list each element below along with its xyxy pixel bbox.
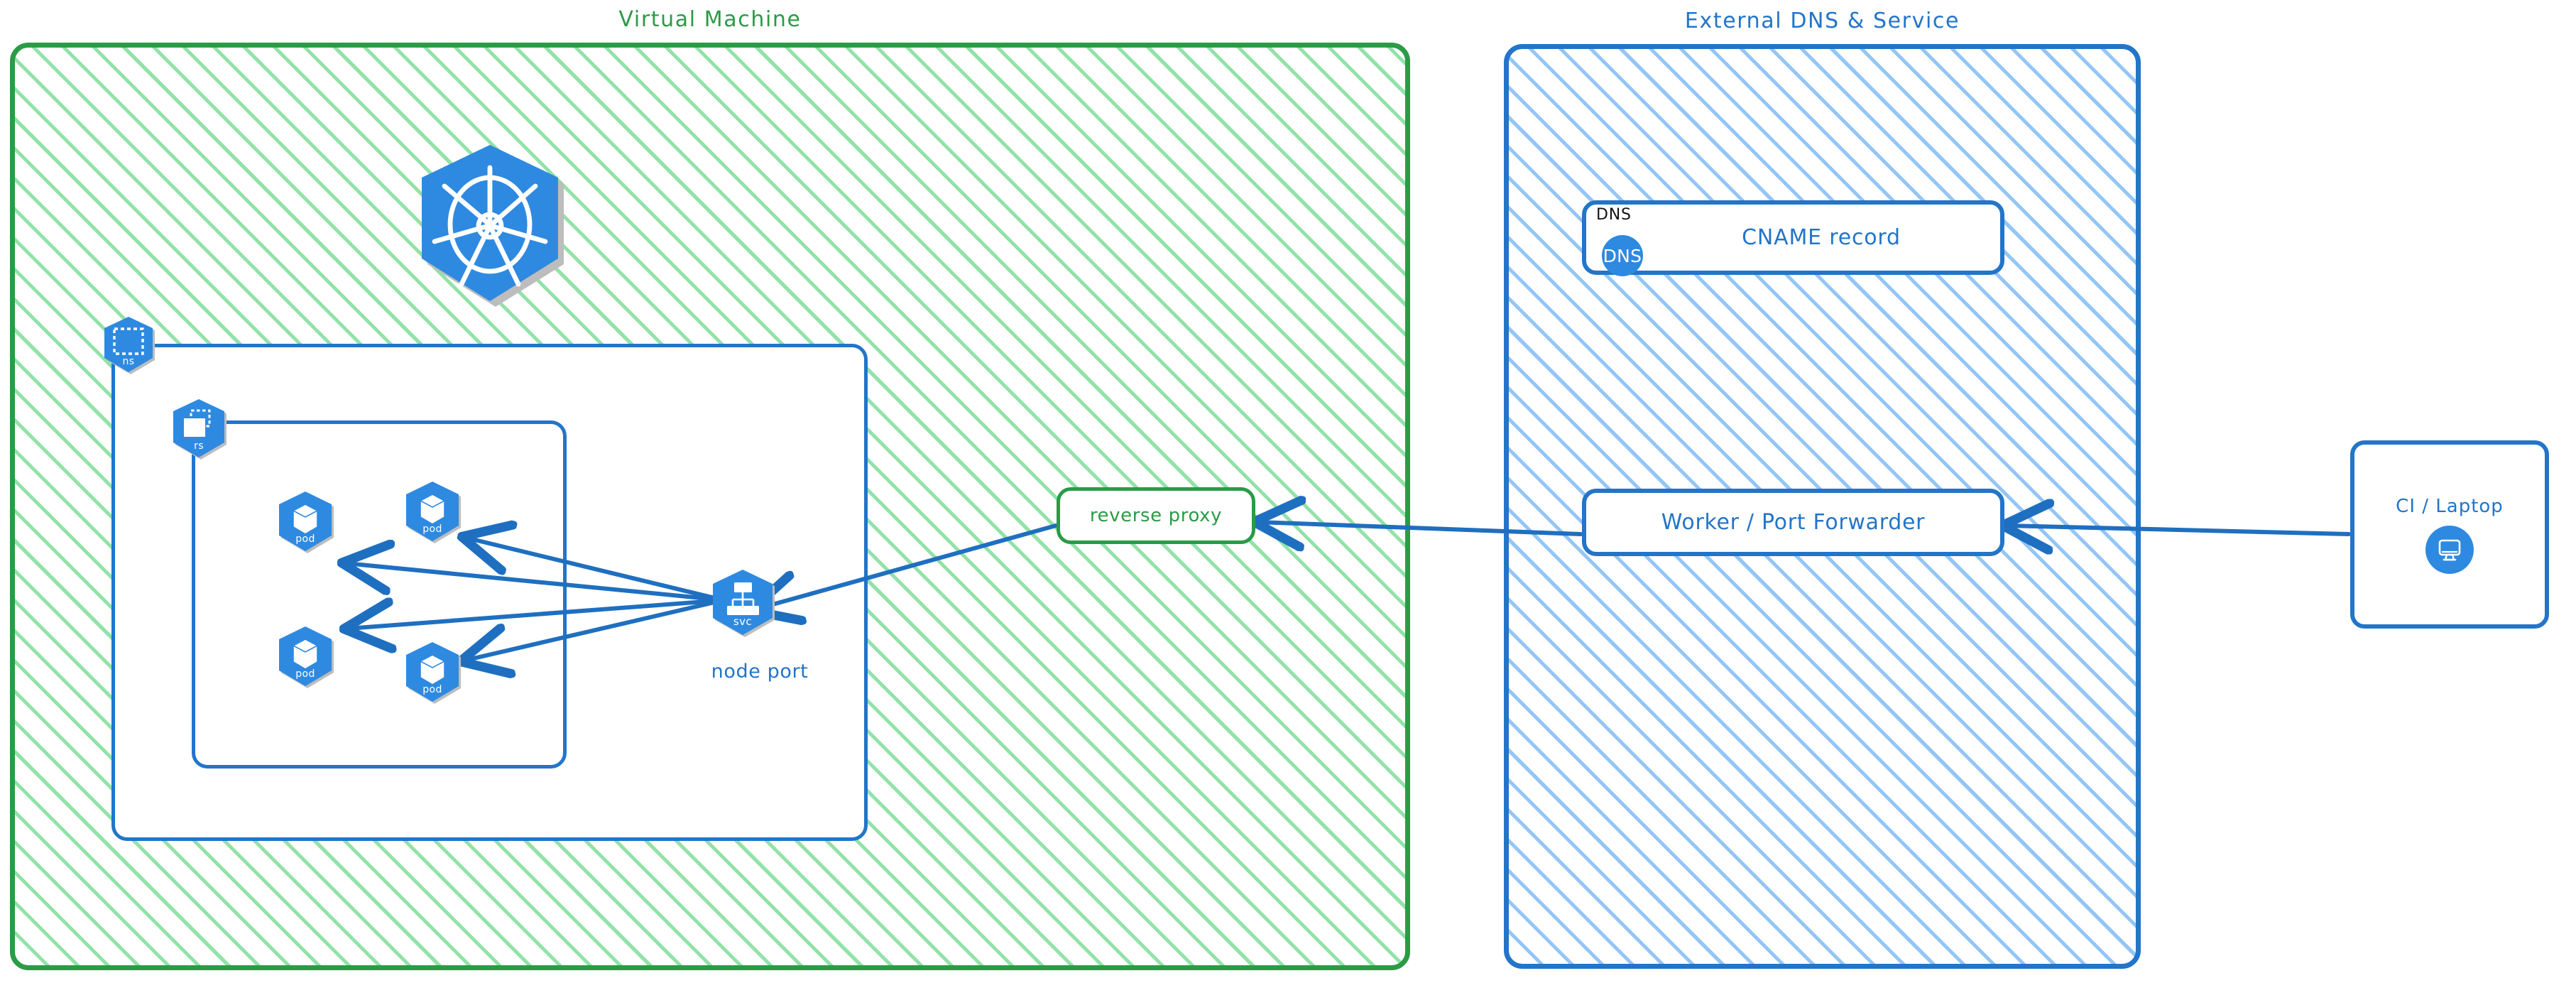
worker-port-forwarder-node[interactable]: Worker / Port Forwarder — [1582, 489, 2004, 556]
dns-badge-label: DNS — [1603, 245, 1642, 266]
node-port-caption: node port — [711, 661, 809, 683]
service-icon: svc — [710, 568, 775, 638]
pod-icon-3: pod — [276, 625, 334, 689]
pod-icon-1: pod — [276, 490, 334, 554]
ci-laptop-label: CI / Laptop — [2396, 495, 2504, 517]
ci-laptop-node[interactable]: CI / Laptop — [2350, 440, 2549, 629]
external-zone-title: External DNS & Service — [1684, 9, 1960, 33]
vm-zone-title: Virtual Machine — [618, 7, 802, 32]
pod-icon-4: pod — [403, 641, 462, 705]
reverse-proxy-label: reverse proxy — [1089, 505, 1223, 526]
replicaset-box — [192, 420, 567, 769]
reverse-proxy-node[interactable]: reverse proxy — [1057, 487, 1255, 544]
namespace-icon: ns — [102, 315, 155, 375]
desktop-monitor-icon — [2425, 525, 2474, 574]
dns-badge-icon: DNS — [1602, 235, 1643, 276]
cname-record-label: CNAME record — [1742, 225, 1901, 250]
replicaset-icon: rs — [170, 398, 227, 460]
dns-group-header: DNS — [1596, 206, 1632, 224]
pod-icon-2: pod — [403, 480, 462, 544]
worker-label: Worker / Port Forwarder — [1661, 510, 1926, 535]
kubernetes-helm-icon — [410, 142, 569, 307]
dns-record-node[interactable] — [1582, 200, 2004, 275]
